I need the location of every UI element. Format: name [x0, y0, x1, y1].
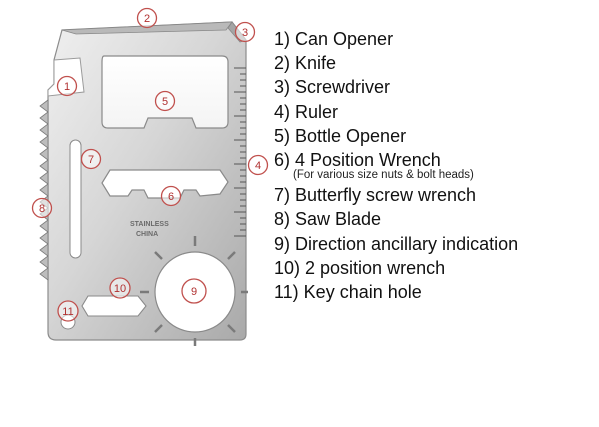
- legend-item: 8) Saw Blade: [274, 209, 382, 230]
- svg-text:3: 3: [242, 27, 248, 39]
- svg-text:4: 4: [255, 160, 261, 172]
- svg-text:9: 9: [191, 286, 197, 298]
- svg-text:5: 5: [162, 96, 168, 108]
- saw-blade-teeth: [39, 99, 49, 281]
- callout-11: 11: [57, 300, 79, 322]
- svg-text:1: 1: [64, 81, 70, 93]
- legend-item: 9) Direction ancillary indication: [274, 233, 519, 254]
- callout-1: 1: [56, 75, 78, 97]
- callout-6: 6: [160, 185, 182, 207]
- callout-5: 5: [154, 90, 176, 112]
- stamp-line-2: CHINA: [136, 231, 158, 238]
- callout-8: 8: [31, 197, 53, 219]
- svg-text:10: 10: [114, 283, 126, 295]
- callout-7: 7: [80, 148, 102, 170]
- svg-text:7: 7: [88, 154, 94, 166]
- callout-3: 3: [234, 21, 256, 43]
- svg-text:2: 2: [144, 13, 150, 25]
- legend-item: 6) 4 Position Wrench: [274, 150, 441, 171]
- svg-text:6: 6: [168, 191, 174, 203]
- legend-item: 2) Knife: [274, 53, 337, 74]
- callout-10: 10: [109, 277, 131, 299]
- legend-item: 11) Key chain hole: [274, 282, 422, 303]
- svg-text:11: 11: [62, 306, 73, 318]
- legend-item: 5) Bottle Opener: [274, 125, 407, 146]
- ruler-ticks: [234, 67, 246, 237]
- legend-list: 1) Can Opener 2) Knife 3) Screwdriver 4) Ru…: [274, 27, 594, 304]
- legend-item: 4) Ruler: [274, 101, 339, 122]
- svg-text:8: 8: [39, 203, 45, 215]
- legend-item: 1) Can Opener: [274, 29, 394, 49]
- callout-9: 9: [181, 278, 207, 304]
- legend-item: 10) 2 position wrench: [274, 257, 446, 278]
- stamp-line-1: STAINLESS: [130, 221, 169, 228]
- legend-item: 7) Butterfly screw wrench: [274, 185, 477, 206]
- legend-item: 3) Screwdriver: [274, 77, 391, 98]
- legend-note: (For various size nuts & bolt heads): [293, 169, 474, 182]
- callout-2: 2: [136, 7, 158, 29]
- callout-4: 4: [247, 154, 269, 176]
- butterfly-wrench-slot: [69, 139, 82, 259]
- two-position-wrench: [81, 295, 147, 317]
